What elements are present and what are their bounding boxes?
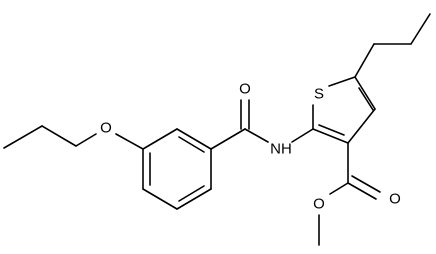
bond-ester-co-a <box>347 182 377 200</box>
bond-thiophene-c4-c3 <box>347 108 376 144</box>
bond-propyl1 <box>3 125 43 149</box>
bond-ester-o <box>329 182 349 195</box>
bond-benzene-inner-1 <box>178 136 205 153</box>
atom-label-amide-oxygen: O <box>239 81 251 98</box>
bond-nh-thiophene <box>291 128 314 143</box>
bond-propyl2 <box>41 125 77 147</box>
atom-label-ester-methoxy-oxygen: O <box>313 196 325 213</box>
bond-benzene-1 <box>142 128 178 150</box>
bond-ester-co-b <box>351 175 381 193</box>
bond-thiophene-propyl3 <box>410 13 431 45</box>
bond-ether-ring <box>115 133 144 150</box>
bond-benzene-inner-2 <box>178 185 205 202</box>
bond-benzene-4 <box>176 188 212 210</box>
bond-ring-carbonyl <box>210 128 246 150</box>
bond-thiophene-c5-c4 <box>354 76 376 110</box>
atom-label-ester-carbonyl-oxygen: O <box>389 191 401 208</box>
bond-carbonyl-nh <box>244 128 269 143</box>
bond-thiophene-c3-c2 <box>312 128 349 144</box>
bond-thiophene-propyl1 <box>354 43 375 78</box>
bond-propyl3 <box>75 133 97 147</box>
atom-label-thiophene-sulfur: S <box>314 86 324 103</box>
bond-thiophene-inner-1 <box>358 87 374 111</box>
atom-label-amide-nitrogen: NH <box>270 141 292 158</box>
bond-benzene-5 <box>142 188 178 210</box>
bond-thiophene-inner-2 <box>318 124 345 136</box>
bond-benzene-2 <box>176 128 212 150</box>
atom-label-ether-oxygen: O <box>100 120 112 137</box>
bond-thiophene-s-c5 <box>328 76 356 87</box>
